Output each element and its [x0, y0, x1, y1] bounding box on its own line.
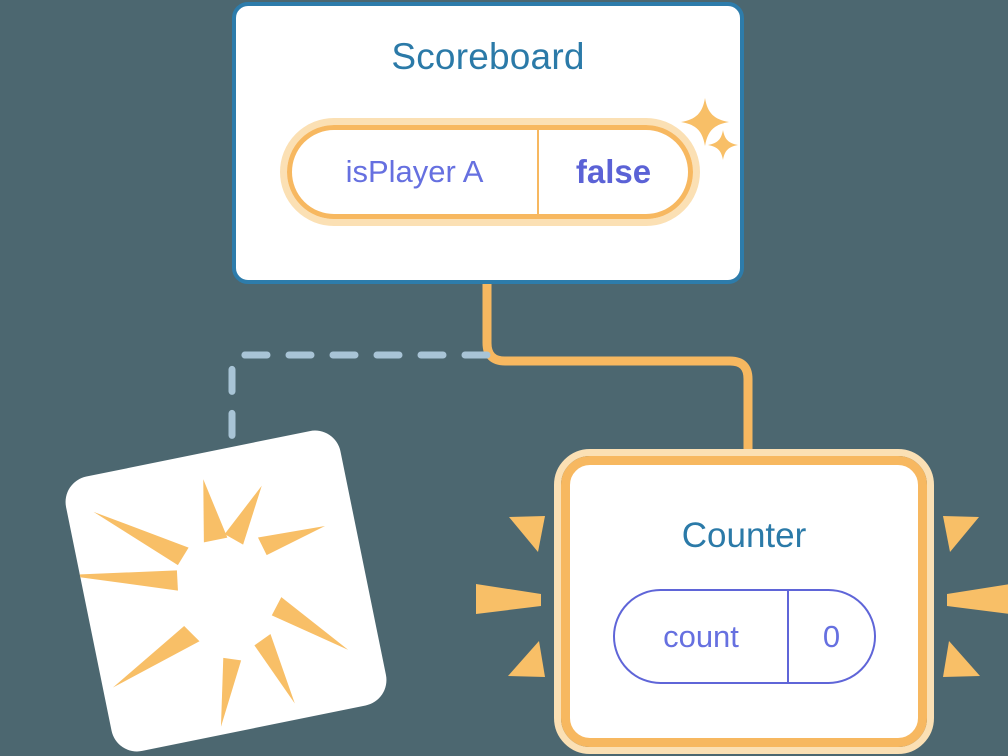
ray-ne — [224, 485, 262, 545]
counter-card[interactable]: Counter count 0 — [561, 456, 927, 747]
scoreboard-title: Scoreboard — [391, 36, 585, 77]
ray-s-right — [254, 633, 295, 704]
scoreboard-state-key: isPlayer A — [345, 154, 484, 189]
edge-scoreboard-to-counter — [482, 283, 753, 462]
counter-state-key: count — [663, 618, 739, 654]
flash-card[interactable] — [60, 425, 392, 756]
counter-state-pill[interactable]: count 0 — [613, 589, 876, 684]
ray-n — [203, 479, 228, 543]
counter-title: Counter — [681, 516, 807, 555]
scoreboard-card[interactable]: Scoreboard isPlayer A false — [232, 2, 744, 284]
scoreboard-state-pill-glow — [280, 118, 700, 226]
ray-nw — [93, 511, 189, 566]
ray-left-bottom — [508, 641, 545, 677]
ray-sw — [112, 626, 200, 688]
ray-left-middle — [476, 584, 541, 614]
edge-scoreboard-to-flash-card — [228, 351, 491, 472]
ray-s — [220, 657, 242, 727]
scoreboard-state-value: false — [575, 153, 652, 190]
counter-state-value: 0 — [822, 618, 841, 654]
ray-right-top — [943, 516, 979, 552]
sparkle-icon — [708, 130, 738, 160]
ray-right-middle — [947, 584, 1008, 614]
sparkle-icon — [681, 98, 729, 146]
ray-se — [271, 597, 349, 650]
scoreboard-state-pill[interactable]: isPlayer A false — [287, 125, 693, 219]
ray-right-bottom — [943, 641, 980, 677]
counter-state-divider — [787, 591, 789, 682]
scoreboard-state-divider — [537, 130, 539, 214]
ray-w — [63, 570, 178, 591]
flash-card-burst-rays — [63, 479, 349, 727]
ray-left-top — [509, 516, 545, 552]
ray-e-upper — [257, 525, 326, 556]
